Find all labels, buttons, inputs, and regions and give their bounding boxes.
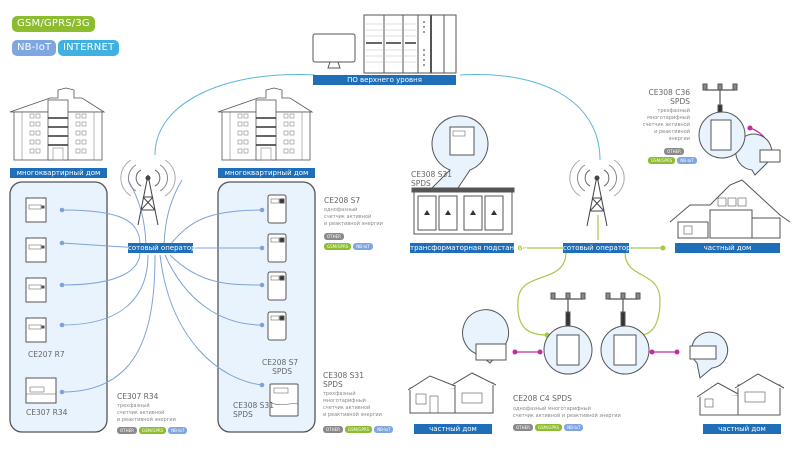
chip-other: OTHER xyxy=(323,426,343,433)
house-label-right-top: частный дом xyxy=(675,243,780,253)
desc-ce208s7-line: счетчик активной xyxy=(324,214,372,220)
chip-nbiot: NB-IoT xyxy=(168,427,188,434)
din-meter-icon xyxy=(267,271,287,301)
internet-line-left xyxy=(154,73,316,156)
chip-other: OTHER xyxy=(664,148,684,155)
desc-ce208c4-line: счетчик активной и реактивной энергии xyxy=(513,413,621,419)
apartment-building-icon-left xyxy=(9,87,106,161)
transformer-substation-icon xyxy=(411,115,515,235)
desc-ce308s31-title1: CE308 S31 xyxy=(323,371,364,380)
desc-ce308s31-title2: SPDS xyxy=(323,380,343,389)
private-house-icon-right xyxy=(669,133,791,239)
gsm-links xyxy=(517,215,663,336)
house-label-bottom-left: частный дом xyxy=(414,424,492,434)
house-label-bottom-right: частный дом xyxy=(703,424,781,434)
legend-nbiot-badge: NB-IoT xyxy=(12,40,57,56)
cell-tower-icon-left xyxy=(120,159,176,226)
desc-ce308c36-line: трехфазный xyxy=(657,108,690,114)
chip-other: OTHER xyxy=(117,427,137,434)
desc-ce307r34-line: трехфазный xyxy=(117,403,150,409)
desc-ce208c4-line: однофазный многотарифный xyxy=(513,406,591,412)
middle-meters xyxy=(267,194,299,417)
desc-ce308s31-line: многотарифный xyxy=(323,398,366,404)
desc-ce208s7-line: однофазный xyxy=(324,207,358,213)
desc-ce308c36-title1: CE308 C36 xyxy=(648,88,690,97)
desc-ce308c36-line: многотарифный xyxy=(647,115,690,121)
private-house-icon-bottom-left xyxy=(407,309,510,414)
desc-ce208s7-line: и реактивной энергии xyxy=(324,221,383,227)
chip-other: OTHER xyxy=(513,424,533,431)
operator-label-left: сотовый оператор xyxy=(128,243,196,253)
substation-label: трансформаторная подстанция xyxy=(410,243,528,253)
desc-ce308s31-line: трехфазный xyxy=(323,391,356,397)
desc-ce307r34-title: CE307 R34 xyxy=(117,392,159,401)
single-phase-meter-icon xyxy=(25,317,47,343)
meter-label-ce307r34: CE307 R34 xyxy=(26,408,68,417)
operator-label-right: сотовый оператор xyxy=(563,243,631,253)
legend-internet-badge: INTERNET xyxy=(58,40,120,56)
meter-label-ce208s7-l2: SPDS xyxy=(272,367,292,376)
local-links xyxy=(515,127,771,353)
private-house-icon-bottom-right xyxy=(689,331,785,416)
pole-meter-icon-bottom-right xyxy=(600,292,650,375)
din-meter-icon xyxy=(267,311,287,341)
desc-ce308c36-line: и реактивной xyxy=(654,129,690,135)
monitor-icon xyxy=(312,33,356,69)
ce208s7-chips-row1: OTHER xyxy=(324,233,346,252)
chip-gsm: GSM/GPRS xyxy=(138,427,167,434)
chip-nbiot: NB-IoT xyxy=(374,426,394,433)
ce308c36-chips-row1: OTHER xyxy=(664,148,686,167)
meter-label-ce308s31-l2: SPDS xyxy=(233,410,253,419)
single-phase-meter-icon xyxy=(25,237,47,263)
three-phase-meter-icon xyxy=(25,377,57,404)
single-phase-meter-icon xyxy=(25,277,47,303)
chip-gsm: GSM/GPRS xyxy=(534,424,563,431)
chip-nbiot: NB-IoT xyxy=(353,243,373,250)
left-meters xyxy=(25,197,57,404)
desc-ce307r34-line: и реактивной энергии xyxy=(117,417,176,423)
pole-meter-icon-right-top xyxy=(698,83,746,159)
substation-model-line1: CE308 S31 xyxy=(411,170,452,179)
meter-label-ce207r7: CE207 R7 xyxy=(28,350,65,359)
apartment-label-left: многоквартирный дом xyxy=(10,168,107,178)
desc-ce208s7-title: CE208 S7 xyxy=(324,196,361,205)
chip-nbiot: NB-IoT xyxy=(677,157,697,164)
single-phase-meter-icon xyxy=(25,197,47,223)
server-rack-icon xyxy=(363,14,457,74)
internet-line-right xyxy=(459,73,601,161)
desc-ce208c4-title: CE208 C4 SPDS xyxy=(513,394,572,403)
desc-ce308s31-line: и реактивной энергии xyxy=(323,412,382,418)
chip-gsm: GSM/GPRS xyxy=(344,426,373,433)
desc-ce308c36-title2: SPDS xyxy=(670,97,690,106)
three-phase-meter-icon xyxy=(269,383,299,417)
din-meter-icon xyxy=(267,233,287,263)
desc-ce308c36-line: счетчик активной xyxy=(642,122,690,128)
chip-gsm: GSM/GPRS xyxy=(324,243,352,250)
desc-ce307r34-line: счетчик активной xyxy=(117,410,165,416)
pole-meter-icon-bottom-left xyxy=(543,292,593,375)
meter-label-ce308s31-l1: CE308 S31 xyxy=(233,401,274,410)
substation-model-line2: SPDS xyxy=(411,179,431,188)
din-meter-icon xyxy=(267,194,287,224)
legend-gsm-badge: GSM/GPRS/3G xyxy=(12,16,95,32)
chip-other: OTHER xyxy=(324,233,344,240)
cell-tower-icon-right xyxy=(569,159,625,227)
middle-building-zone xyxy=(217,181,316,433)
chip-nbiot: NB-IoT xyxy=(564,424,584,431)
left-building-zone xyxy=(9,181,108,433)
meter-label-ce208s7-l1: CE208 S7 xyxy=(262,358,299,367)
chip-gsm: GSM/GPRS xyxy=(648,157,676,164)
software-label: ПО верхнего уровня xyxy=(313,75,456,85)
apartment-building-icon-middle xyxy=(217,87,314,161)
apartment-label-middle: многоквартирный дом xyxy=(218,168,315,178)
desc-ce308s31-line: счетчик активной xyxy=(323,405,371,411)
desc-ce308c36-line: энергии xyxy=(668,136,690,142)
